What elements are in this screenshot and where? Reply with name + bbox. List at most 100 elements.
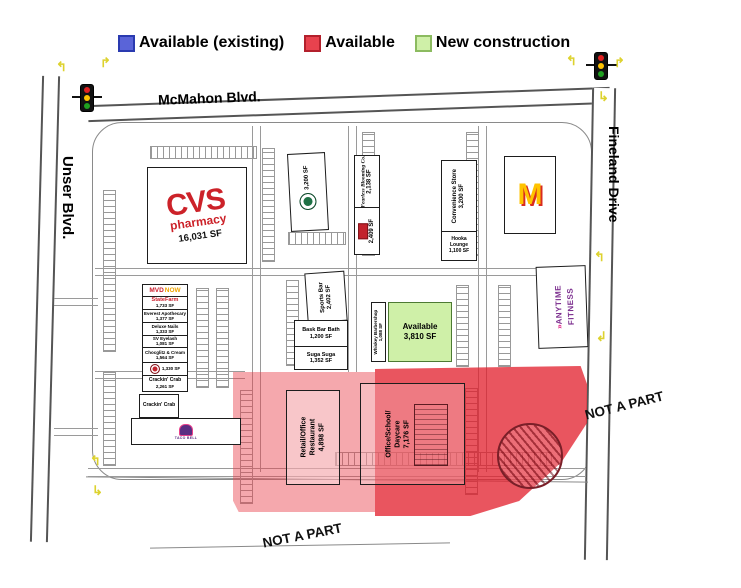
green-light	[598, 71, 604, 77]
building-convenience-store: Convenience Store 3,200 SF	[441, 160, 477, 232]
legend-label: Available	[325, 34, 395, 51]
retail-office-line1: Retail/Office	[299, 417, 307, 458]
parking-row	[103, 372, 116, 466]
drive-aisle	[252, 126, 261, 472]
office-school-content: Office/School/ Daycare 7,176 SF	[385, 410, 411, 457]
tenant-deluxe-nails: Deluxe Nails 1,333 SF	[143, 323, 187, 336]
hooka-content: Hooka Lounge 1,100 SF	[442, 237, 476, 254]
tenant-red-logo: 2,409 SF	[355, 208, 379, 254]
building-cvs: CVS pharmacy 16,031 SF	[147, 167, 247, 264]
parking-row	[150, 146, 257, 159]
red-tenant-sf: 2,409 SF	[368, 219, 375, 244]
building-mcdonalds: M	[504, 156, 556, 234]
sports-bar-sf: 2,402 SF	[325, 284, 333, 310]
drive-aisle	[88, 468, 586, 477]
legend-label: New construction	[435, 34, 571, 51]
red-light	[598, 55, 604, 61]
legend: Available (existing) Available New const…	[118, 34, 570, 52]
statefarm-logo: StateFarm	[151, 297, 179, 304]
not-a-part-bottom: NOT A PART	[261, 520, 344, 551]
building-blooming-column: Fearless Blooming Co. 2,138 SF 2,409 SF	[354, 155, 380, 255]
road-unser	[29, 75, 61, 543]
office-school-line1: Office/School/	[385, 410, 393, 458]
tenant-sf: 2,261 SF	[155, 383, 175, 389]
starbucks-sf: 3,200 SF	[303, 165, 311, 191]
bell-icon	[179, 423, 193, 436]
turn-arrow-icon: ↳	[598, 89, 609, 104]
building-starbucks: 3,200 SF	[286, 152, 330, 232]
whiskey-content: Whiskey Barbershop 1,088 SF	[373, 310, 383, 355]
tenant-sf: 1,733 SF	[155, 303, 175, 309]
yellow-light	[598, 63, 604, 69]
retail-office-sf: 4,898 SF	[317, 423, 325, 452]
turn-arrow-icon: ↱	[614, 55, 625, 70]
building-crackin-crab-2: Crackin' Crab	[139, 394, 179, 418]
tenant-crackin-crab: Crackin' Crab 2,261 SF	[143, 376, 187, 391]
building-whiskey-barbershop: Whiskey Barbershop 1,088 SF	[371, 302, 386, 362]
parking-row	[240, 390, 253, 504]
running-man-icon: »	[554, 324, 564, 330]
blooming-content: Fearless Blooming Co. 2,138 SF	[360, 156, 373, 207]
red-tenant-logo	[357, 223, 368, 240]
tenant-sf: 1,330 SF	[161, 366, 181, 372]
legend-item-new-construction: New construction	[414, 34, 571, 52]
turn-arrow-icon: ↱	[100, 55, 111, 70]
building-hooka-lounge: Hooka Lounge 1,100 SF	[441, 231, 477, 261]
turn-arrow-icon: ↰	[90, 453, 101, 468]
crackin-crab-2-label: Crackin' Crab	[142, 402, 176, 409]
available-new-label: Available	[402, 322, 438, 331]
tenant-pizza: 1,330 SF	[143, 363, 187, 376]
tenant-chocglitz-cream: Chocglitz & Cream 1,564 SF	[143, 348, 187, 363]
mvd-logo: MVD	[149, 286, 164, 294]
building-taco-bell: TACO BELL	[131, 418, 241, 445]
yellow-light	[84, 95, 90, 101]
tenant-fearless-blooming: Fearless Blooming Co. 2,138 SF	[355, 156, 379, 209]
courtyard-hatch	[414, 404, 448, 466]
tenant-everest-apothecary: Everest Apothecary 1,377 SF	[143, 310, 187, 324]
legend-swatch-green	[414, 34, 432, 52]
taco-bell-logo: TACO BELL	[175, 423, 197, 440]
building-bask-suga: Bask Bar Bath 1,200 SF Suga Suga 1,352 S…	[294, 320, 348, 370]
mvd-now-logo: NOW	[164, 286, 181, 294]
suga-name: Suga Suga	[306, 351, 336, 358]
parking-row	[288, 232, 346, 245]
parking-row	[103, 190, 116, 352]
entrance-stub	[54, 298, 98, 306]
drive-aisle	[478, 126, 487, 472]
building-anytime-fitness: »ANYTIME FITNESS	[535, 265, 589, 349]
retail-office-line2: Restaurant	[308, 419, 316, 456]
building-office-school-daycare: Office/School/ Daycare 7,176 SF	[360, 383, 465, 485]
tenant-sv-eyelash: SV Eyelash 1,081 SF	[143, 336, 187, 348]
legend-label: Available (existing)	[139, 34, 285, 51]
turn-arrow-icon: ↳	[92, 483, 103, 498]
parking-row	[262, 148, 275, 262]
tenant-name: Deluxe Nails	[151, 323, 179, 329]
starbucks-logo	[299, 192, 318, 211]
bask-sf: 1,200 SF	[309, 333, 333, 340]
anytime-logo: »ANYTIME FITNESS	[547, 285, 576, 330]
traffic-light-icon	[594, 52, 608, 80]
starbucks-content: 3,200 SF	[295, 166, 321, 211]
convenience-name: Convenience Store	[451, 168, 458, 224]
legend-item-available-existing: Available (existing)	[118, 34, 284, 52]
available-new-sf: 3,810 SF	[403, 332, 437, 341]
turn-arrow-icon: ↲	[596, 329, 607, 344]
bask-name: Bask Bar Bath	[302, 327, 340, 334]
building-strip-mall: MVD NOW StateFarm 1,733 SF Everest Apoth…	[142, 284, 188, 392]
suga-sf: 1,352 SF	[309, 358, 333, 365]
label-fineland-drive: Fineland Drive	[606, 126, 622, 223]
tenant-sf: 1,081 SF	[155, 341, 175, 347]
convenience-sf: 3,200 SF	[459, 183, 466, 209]
turn-arrow-icon: ↰	[566, 53, 577, 68]
red-logo-content: 2,409 SF	[357, 219, 376, 244]
tenant-name: Everest Apothecary	[143, 310, 187, 316]
cvs-logo: CVS pharmacy 16,031 SF	[164, 182, 229, 245]
turn-arrow-icon: ↰	[594, 249, 605, 264]
parking-row	[196, 288, 209, 388]
tenant-sf: 1,564 SF	[155, 354, 175, 360]
label-unser-blvd: Unser Blvd.	[59, 156, 76, 240]
tenant-bask-bar-bath: Bask Bar Bath 1,200 SF	[295, 321, 347, 348]
anytime-word2: FITNESS	[565, 287, 576, 326]
tenant-sf: 1,333 SF	[155, 328, 175, 334]
